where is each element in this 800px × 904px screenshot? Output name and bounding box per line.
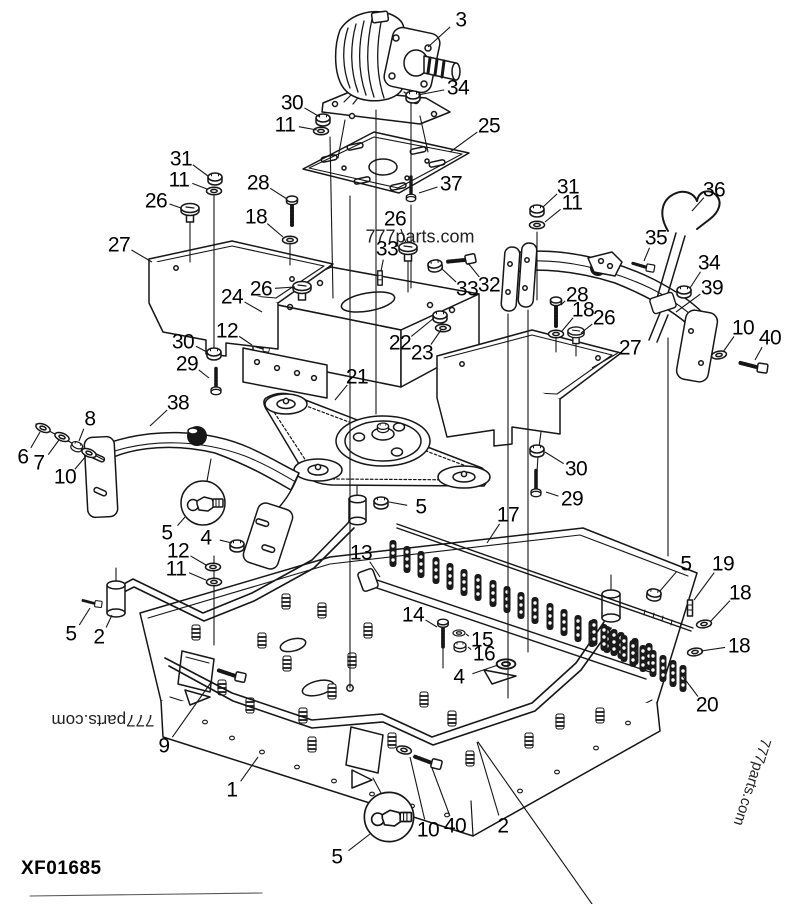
diagram-code: XF01685 [21, 858, 102, 879]
callout-13: 13 [349, 541, 373, 565]
callout-23: 23 [410, 341, 434, 365]
callout-5: 5 [161, 521, 173, 545]
callout-38: 38 [166, 391, 190, 415]
callout-6: 6 [17, 445, 29, 469]
callout-18: 18 [571, 298, 595, 322]
callout-21: 21 [345, 365, 369, 389]
callout-4: 4 [453, 665, 465, 689]
callout-11: 11 [168, 168, 190, 192]
callout-40: 40 [758, 326, 782, 350]
callout-27: 27 [618, 336, 642, 360]
callout-18: 18 [727, 634, 751, 658]
callout-29: 29 [175, 352, 199, 376]
callout-5: 5 [415, 495, 427, 519]
callout-34: 34 [697, 251, 721, 275]
callout-31: 31 [556, 175, 580, 199]
callout-7: 7 [33, 451, 45, 475]
callout-10: 10 [416, 818, 440, 842]
callout-20: 20 [695, 693, 719, 717]
callout-27: 27 [107, 233, 131, 257]
belt-part-21 [263, 392, 491, 489]
callout-10: 10 [731, 316, 755, 340]
watermark-777parts: 777parts.com [365, 226, 475, 247]
callout-11: 11 [274, 113, 296, 137]
callout-15: 15 [470, 628, 494, 652]
callout-5: 5 [65, 622, 77, 646]
callout-2: 2 [93, 625, 105, 649]
callout-14: 14 [401, 603, 425, 627]
callout-18: 18 [728, 581, 752, 605]
lock-hook-part-36 [630, 190, 721, 343]
callout-8: 8 [84, 407, 96, 431]
callout-24: 24 [220, 285, 244, 309]
callout-26: 26 [249, 277, 273, 301]
callout-39: 39 [700, 276, 724, 300]
callout-30: 30 [171, 330, 195, 354]
callout-26: 26 [592, 306, 616, 330]
callout-31: 31 [169, 147, 193, 171]
callout-5: 5 [331, 845, 343, 869]
callout-33: 33 [455, 277, 479, 301]
callout-36: 36 [702, 178, 726, 202]
callout-30: 30 [280, 91, 304, 115]
front-roller-tube-part-2 [164, 574, 621, 746]
callout-19: 19 [711, 552, 735, 576]
callout-5: 5 [680, 552, 692, 576]
callout-16: 16 [472, 642, 496, 666]
callout-11: 11 [561, 191, 583, 215]
callout-12: 12 [215, 319, 239, 343]
callout-28: 28 [565, 283, 589, 307]
callout-37: 37 [439, 172, 463, 196]
callout-18: 18 [244, 205, 268, 229]
callout-2: 2 [497, 814, 509, 838]
callout-12: 12 [166, 539, 190, 563]
callout-25: 25 [477, 114, 501, 138]
callout-26: 26 [144, 189, 168, 213]
callout-17: 17 [496, 503, 520, 527]
callout-10: 10 [53, 465, 77, 489]
callout-29: 29 [560, 487, 584, 511]
callout-33: 33 [375, 237, 399, 261]
callout-9: 9 [158, 734, 170, 758]
callout-4: 4 [200, 526, 212, 550]
left-lift-arm-part-38 [83, 426, 300, 570]
callout-40: 40 [443, 814, 467, 838]
callout-3: 3 [455, 8, 467, 32]
callout-11: 11 [165, 557, 187, 581]
callout-32: 32 [477, 273, 501, 297]
callout-35: 35 [644, 226, 668, 250]
callout-1: 1 [226, 778, 238, 802]
callout-28: 28 [246, 171, 270, 195]
callout-30: 30 [564, 457, 588, 481]
callout-22: 22 [388, 331, 412, 355]
callout-26: 26 [383, 207, 407, 231]
callout-34: 34 [446, 76, 470, 100]
